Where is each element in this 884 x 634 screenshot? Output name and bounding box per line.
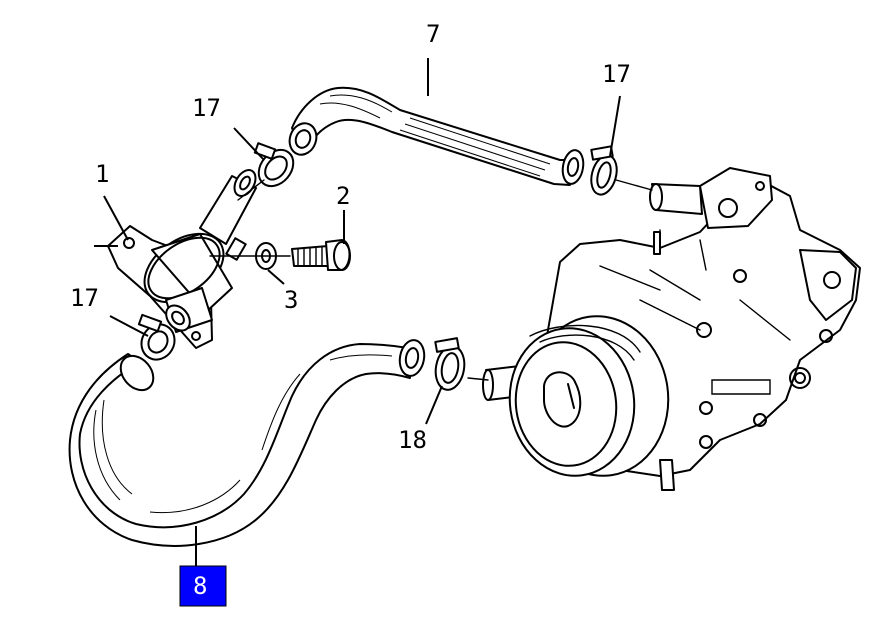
water-pump[interactable] [482, 167, 861, 491]
hose-clip-17-top-right[interactable] [587, 145, 621, 197]
callout-part-3[interactable]: 3 [284, 286, 298, 314]
callout-clip-18[interactable]: 18 [398, 426, 427, 454]
leader-lines [94, 58, 653, 566]
selected-part-8-badge[interactable]: 8 [179, 565, 227, 607]
hose-clip-18[interactable] [432, 337, 467, 392]
hose-clip-17-top-left[interactable] [252, 142, 301, 193]
bolt-2[interactable] [291, 239, 351, 271]
callout-part-1[interactable]: 1 [95, 160, 109, 188]
hose-8[interactable] [68, 338, 427, 547]
callout-clip-17-lower-left[interactable]: 17 [70, 284, 99, 312]
callout-part-7[interactable]: 7 [426, 20, 440, 48]
hose-7[interactable] [285, 86, 585, 186]
callout-part-2[interactable]: 2 [336, 182, 350, 210]
thermostat-housing[interactable] [107, 166, 260, 349]
hose-clip-17-lower-left[interactable] [135, 313, 181, 366]
callout-clip-17-top-left[interactable]: 17 [192, 94, 221, 122]
callout-part-8[interactable]: 8 [193, 572, 207, 600]
callout-clip-17-top-right[interactable]: 17 [602, 60, 631, 88]
callout-labels: 7 17 17 1 2 3 17 18 [70, 20, 631, 454]
